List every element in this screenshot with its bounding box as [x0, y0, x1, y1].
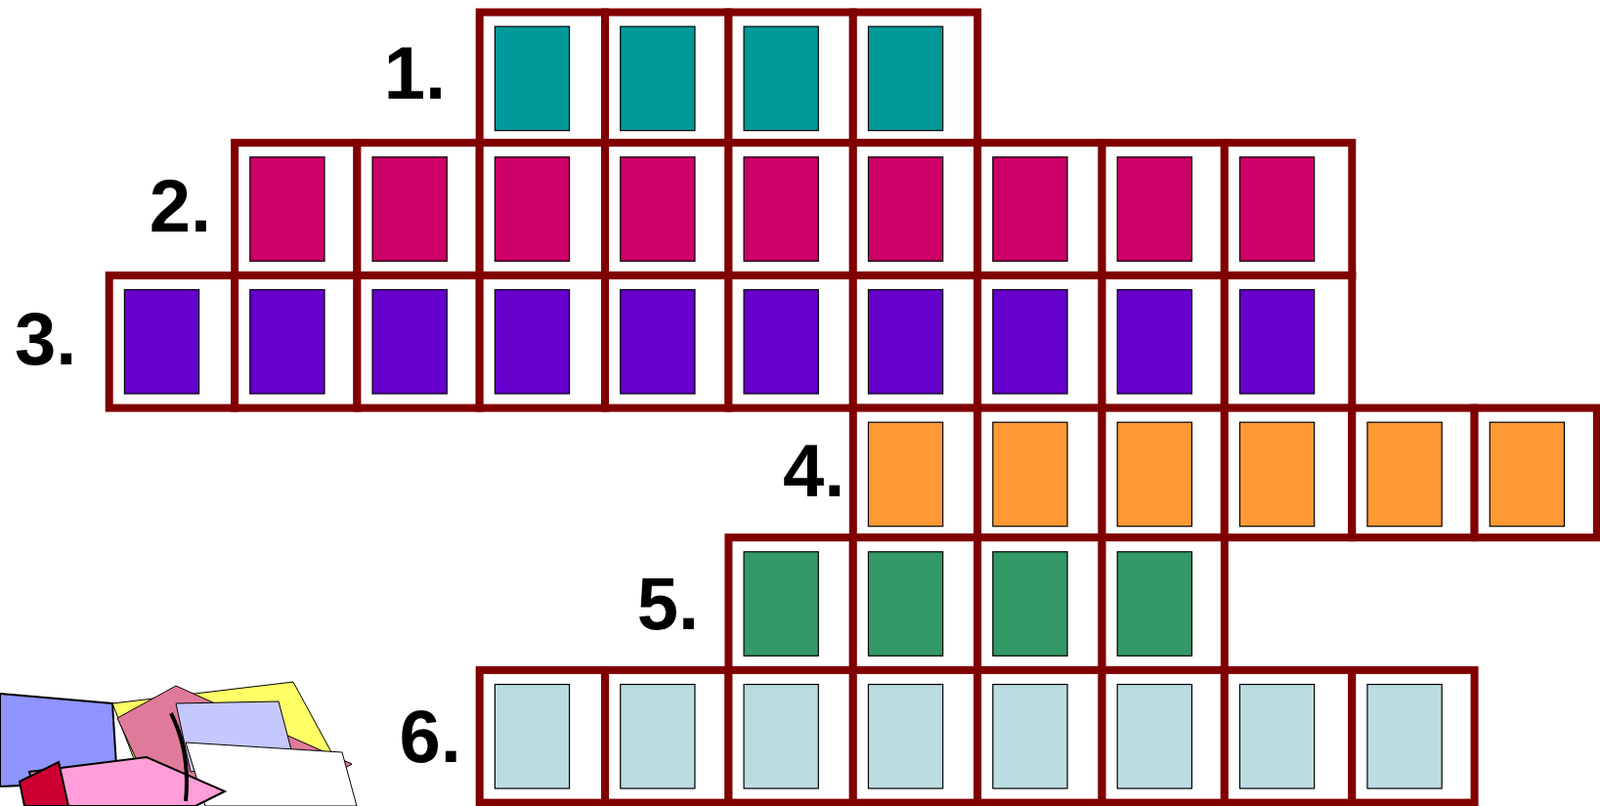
cell-cover [993, 552, 1068, 656]
grid-cell [1102, 537, 1225, 671]
books-illustration [0, 674, 372, 806]
cell-cover [867, 26, 943, 130]
grid-cell [605, 142, 729, 276]
grid-cell [853, 12, 978, 144]
cell-cover [1117, 422, 1192, 526]
cell-cover [494, 157, 569, 261]
grid-cell [728, 142, 853, 276]
grid-cell [977, 408, 1102, 539]
grid-cell [1102, 408, 1225, 539]
grid-cell [234, 142, 357, 276]
cell-cover [250, 289, 325, 393]
grid-cell [977, 537, 1102, 671]
grid-cell [605, 12, 729, 144]
cell-cover [372, 289, 447, 393]
cell-cover [1239, 685, 1314, 789]
grid-cell [1351, 408, 1474, 539]
grid-cell [479, 670, 606, 804]
cell-cover [993, 685, 1068, 789]
grid-cell [479, 12, 606, 144]
grid-cell [605, 670, 729, 804]
grid-cell [1351, 670, 1474, 804]
cell-cover [993, 289, 1068, 393]
callout-number: 4. [782, 433, 845, 509]
grid-cell [728, 12, 853, 144]
cell-cover [620, 26, 695, 130]
callout-number: 6. [398, 699, 461, 775]
cell-cover [1117, 552, 1192, 656]
cell-cover [620, 157, 695, 261]
grid-cell [234, 275, 357, 409]
grid-cell [1224, 142, 1353, 276]
cell-cover [1239, 422, 1314, 526]
grid-cell [728, 537, 853, 671]
cell-cover [1117, 157, 1192, 261]
cell-cover [620, 685, 695, 789]
grid-cell [356, 142, 479, 276]
cell-cover [620, 289, 695, 393]
cell-cover [867, 552, 943, 656]
grid-cell [977, 142, 1102, 276]
callout-number: 3. [14, 302, 77, 377]
grid-cell [356, 275, 479, 409]
cell-cover [867, 685, 943, 789]
callout-number: 5. [637, 566, 699, 642]
cell-cover [250, 157, 325, 261]
grid-cell [853, 142, 978, 276]
cell-cover [743, 289, 819, 393]
grid-cell [853, 670, 978, 804]
cell-cover [743, 685, 819, 789]
grid-cell [1224, 408, 1353, 539]
cell-cover [743, 26, 819, 130]
cell-cover [993, 157, 1068, 261]
cell-cover [867, 289, 943, 393]
cell-cover [867, 157, 943, 261]
grid-cell [1224, 670, 1353, 804]
callout-number: 1. [384, 36, 446, 111]
grid-cell [977, 275, 1102, 409]
cell-cover [993, 422, 1068, 526]
cell-cover [1489, 422, 1564, 526]
cell-cover [1367, 685, 1442, 789]
grid-cell [853, 275, 978, 409]
cell-cover [372, 157, 447, 261]
grid-cell [977, 670, 1102, 804]
grid-cell [853, 537, 978, 671]
grid-cell [479, 275, 606, 409]
grid-cell [1474, 408, 1598, 539]
cell-cover [743, 157, 819, 261]
grid-cell [1102, 142, 1225, 276]
cell-cover [494, 685, 569, 789]
grid-cell [853, 408, 978, 539]
cell-cover [867, 422, 943, 526]
cell-cover [1117, 289, 1192, 393]
grid-cell [1224, 275, 1353, 409]
cell-cover [494, 26, 569, 130]
grid-cell [1102, 275, 1225, 409]
cell-cover [1239, 289, 1314, 393]
grid-cell [479, 142, 606, 276]
grid-cell [728, 275, 853, 409]
grid-cell [109, 275, 235, 409]
cell-cover [743, 552, 819, 656]
cell-cover [124, 289, 199, 393]
cell-cover [1367, 422, 1442, 526]
grid-cell [605, 275, 729, 409]
cell-cover [1117, 685, 1192, 789]
grid-cell [728, 670, 853, 804]
cell-cover [1239, 157, 1314, 261]
grid-cell [1102, 670, 1225, 804]
callout-number: 2. [149, 169, 212, 244]
cell-cover [494, 289, 569, 393]
